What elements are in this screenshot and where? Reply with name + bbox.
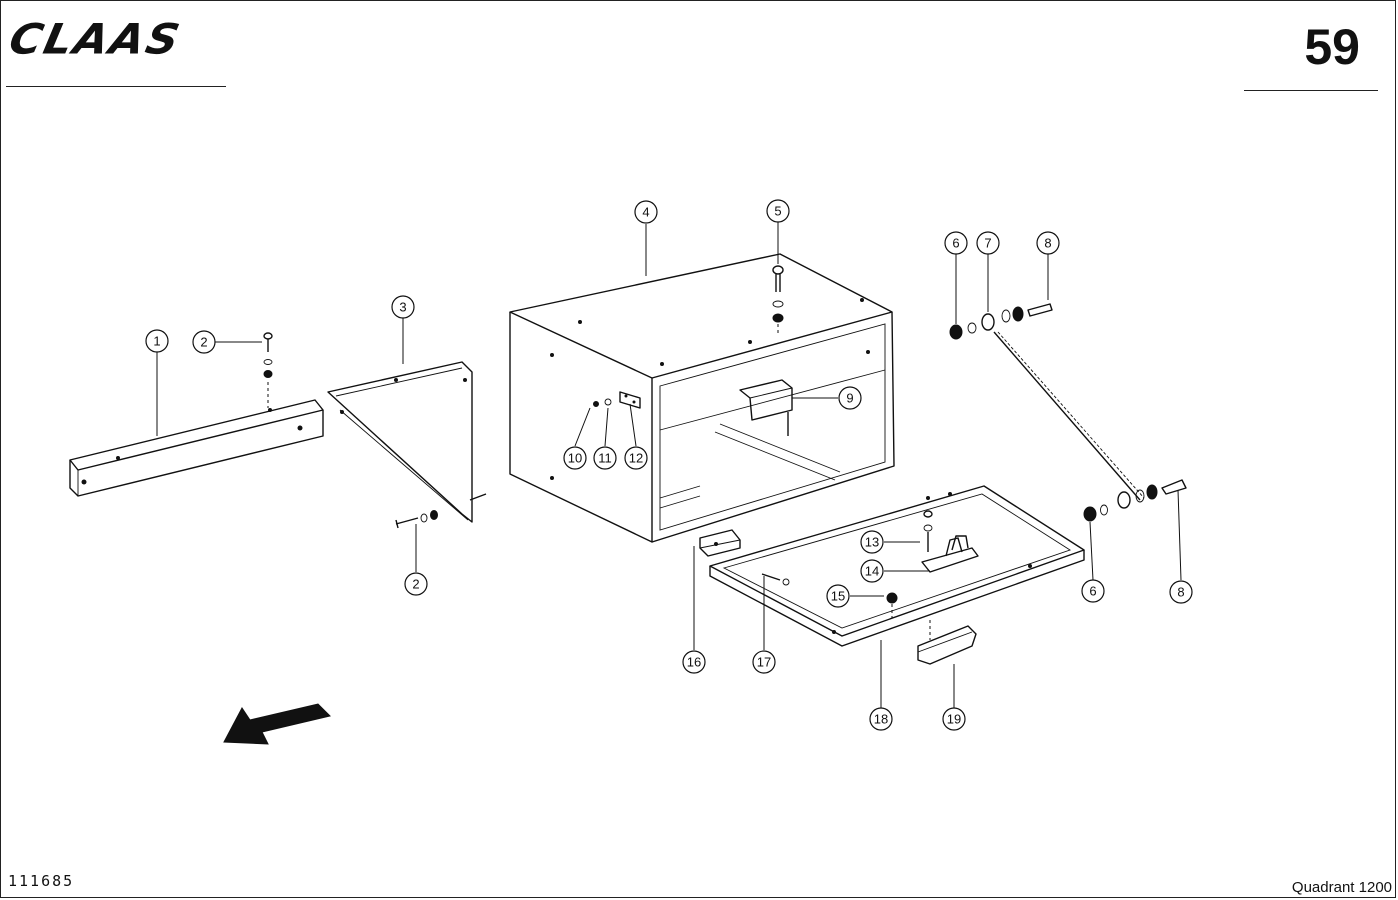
- callout-1: 1: [145, 329, 169, 353]
- page-number-underline: [1244, 90, 1378, 91]
- svg-text:1: 1: [153, 334, 160, 349]
- part-bolt-lower: [395, 510, 438, 529]
- callout-9: 9: [838, 386, 862, 410]
- svg-text:15: 15: [831, 589, 845, 604]
- part-pin: [761, 573, 790, 586]
- direction-arrow: [223, 703, 331, 745]
- svg-text:9: 9: [846, 391, 853, 406]
- part-side-hardware: [593, 391, 641, 409]
- callout-3: 3: [391, 295, 415, 319]
- part-nut: [886, 592, 898, 618]
- model-name: Quadrant 1200: [1291, 879, 1392, 896]
- svg-text:8: 8: [1044, 236, 1051, 251]
- callout-6-lower: 6: [1081, 579, 1105, 603]
- callout-2-upper: 2: [192, 330, 216, 354]
- svg-text:3: 3: [399, 300, 406, 315]
- part-tray-frame: [709, 485, 1085, 647]
- svg-text:14: 14: [865, 564, 879, 579]
- svg-text:2: 2: [200, 335, 207, 350]
- svg-text:17: 17: [757, 655, 771, 670]
- part-cable-lower-hardware: [1083, 479, 1187, 522]
- svg-text:4: 4: [642, 205, 649, 220]
- svg-text:2: 2: [412, 577, 419, 592]
- svg-text:13: 13: [865, 535, 879, 550]
- svg-text:5: 5: [774, 204, 781, 219]
- callout-2-lower: 2: [404, 572, 428, 596]
- part-cable-upper-hardware: [949, 303, 1053, 340]
- callout-8-upper: 8: [1036, 231, 1060, 255]
- callout-15: 15: [826, 584, 850, 608]
- callout-18: 18: [869, 707, 893, 731]
- part-latch: [699, 529, 741, 557]
- callout-4: 4: [634, 200, 658, 224]
- part-handle: [917, 620, 977, 665]
- svg-text:8: 8: [1177, 585, 1184, 600]
- part-cable: [993, 331, 1145, 501]
- leader-lines: [156, 222, 1182, 708]
- page-number: 59: [1304, 19, 1360, 75]
- part-angle-bracket: [69, 399, 324, 497]
- callout-10: 10: [563, 446, 587, 470]
- svg-text:7: 7: [984, 236, 991, 251]
- svg-text:10: 10: [568, 451, 582, 466]
- part-housing-box: [509, 253, 895, 543]
- part-inner-bracket: [739, 379, 793, 436]
- callout-11: 11: [593, 446, 617, 470]
- callout-5: 5: [766, 199, 790, 223]
- callout-12: 12: [624, 446, 648, 470]
- svg-text:11: 11: [598, 451, 612, 466]
- callout-16: 16: [682, 650, 706, 674]
- callout-13: 13: [860, 530, 884, 554]
- svg-text:6: 6: [1089, 584, 1096, 599]
- svg-text:12: 12: [629, 451, 643, 466]
- drawing-number: 111685: [8, 872, 75, 890]
- svg-text:18: 18: [874, 712, 888, 727]
- svg-text:19: 19: [947, 712, 961, 727]
- callout-14: 14: [860, 559, 884, 583]
- callout-8-lower: 8: [1169, 580, 1193, 604]
- part-triangular-plate: [327, 361, 487, 523]
- svg-text:16: 16: [687, 655, 701, 670]
- callout-19: 19: [942, 707, 966, 731]
- callout-6-upper: 6: [944, 231, 968, 255]
- logo-underline: [6, 86, 226, 87]
- callout-17: 17: [752, 650, 776, 674]
- part-bolt-top: [772, 265, 784, 336]
- part-bolt-upper: [263, 332, 273, 408]
- svg-text:6: 6: [952, 236, 959, 251]
- callout-7: 7: [976, 231, 1000, 255]
- part-hinge-assembly: [921, 510, 979, 573]
